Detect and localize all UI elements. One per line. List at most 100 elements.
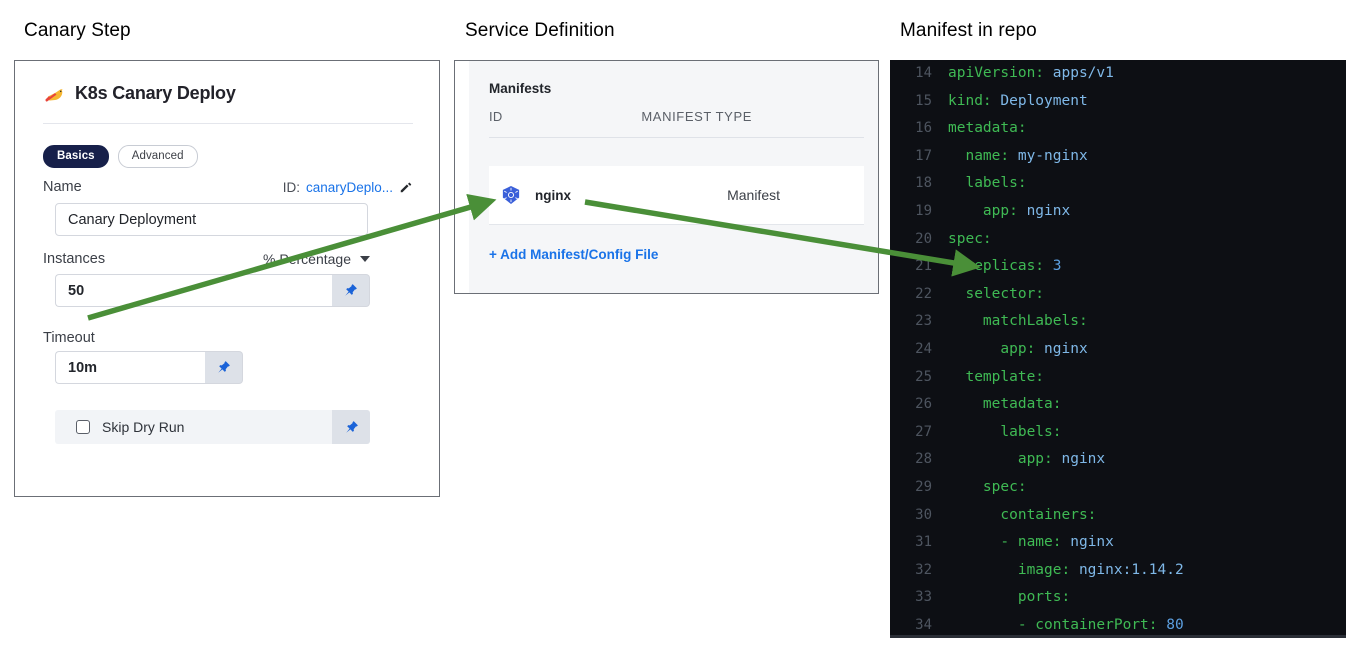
code-line: 18 labels:: [890, 170, 1346, 198]
column-header-id: ID: [489, 109, 503, 124]
line-number: 15: [915, 92, 932, 109]
step-header: K8s Canary Deploy: [43, 83, 236, 104]
line-number: 17: [915, 147, 932, 164]
instances-unit-value: % Percentage: [263, 251, 351, 267]
code-line: 26 metadata:: [890, 391, 1346, 419]
manifest-row-type: Manifest: [727, 187, 780, 203]
tab-basics[interactable]: Basics: [43, 145, 109, 168]
code-value: nginx: [1052, 451, 1106, 468]
code-line: 32 image: nginx:1.14.2: [890, 557, 1346, 585]
manifests-table-header: ID MANIFEST TYPE: [489, 109, 864, 138]
service-definition-body: Manifests ID MANIFEST TYPE nginx Manifes…: [469, 61, 878, 293]
heading-canary-step: Canary Step: [24, 20, 131, 41]
timeout-field-group: 10m: [55, 351, 243, 384]
line-number: 21: [915, 258, 932, 275]
line-number: 25: [915, 368, 932, 385]
code-text: matchLabels:: [948, 313, 1088, 330]
code-text: selector:: [948, 285, 1045, 302]
code-text: ports:: [948, 589, 1071, 606]
code-line: 17 name: my-nginx: [890, 143, 1346, 171]
code-line: 22 selector:: [890, 281, 1346, 309]
add-manifest-link[interactable]: + Add Manifest/Config File: [489, 247, 659, 262]
code-text: name: my-nginx: [948, 147, 1088, 164]
step-title: K8s Canary Deploy: [75, 83, 236, 103]
skip-dry-run-checkbox[interactable]: [76, 420, 90, 434]
header-divider: [43, 123, 413, 124]
code-value: 80: [1157, 616, 1184, 633]
code-text: app: nginx: [948, 340, 1088, 357]
line-number: 16: [915, 120, 932, 137]
code-value: nginx: [1035, 340, 1088, 357]
code-line: 24 app: nginx: [890, 336, 1346, 364]
code-line: 21 replicas: 3: [890, 253, 1346, 281]
table-row[interactable]: nginx Manifest: [489, 166, 864, 225]
line-number: 30: [915, 506, 932, 523]
code-text: kind: Deployment: [948, 92, 1088, 109]
code-text: replicas: 3: [948, 258, 1062, 275]
skip-dry-run-row[interactable]: Skip Dry Run: [55, 410, 370, 444]
line-number: 24: [915, 340, 932, 357]
code-line: 16 metadata:: [890, 115, 1346, 143]
skip-dry-run-label: Skip Dry Run: [102, 419, 185, 435]
skip-dry-run-pin-button[interactable]: [332, 410, 370, 444]
instances-pin-button[interactable]: [332, 274, 370, 307]
name-label: Name: [43, 179, 82, 195]
id-prefix-label: ID:: [282, 179, 300, 195]
code-line: 23 matchLabels:: [890, 308, 1346, 336]
timeout-pin-button[interactable]: [205, 351, 243, 384]
timeout-label: Timeout: [43, 330, 95, 346]
line-number: 31: [915, 534, 932, 551]
code-line: 15 kind: Deployment: [890, 88, 1346, 116]
instances-row: Instances % Percentage: [43, 251, 370, 267]
line-number: 22: [915, 285, 932, 302]
code-value: nginx: [1061, 534, 1114, 551]
name-row: Name ID: canaryDeplo...: [43, 179, 413, 195]
pushpin-icon: [345, 420, 358, 433]
code-text: spec:: [948, 478, 1027, 495]
code-text: app: nginx: [948, 451, 1106, 468]
line-number: 28: [915, 451, 932, 468]
code-text: image: nginx:1.14.2: [948, 561, 1184, 578]
name-input[interactable]: Canary Deployment: [55, 203, 368, 236]
timeout-row: Timeout: [43, 329, 95, 347]
line-number: 33: [915, 589, 932, 606]
code-text: labels:: [948, 423, 1062, 440]
manifests-section-title: Manifests: [489, 81, 552, 96]
kubernetes-icon: [502, 186, 520, 204]
code-line: 31 - name: nginx: [890, 529, 1346, 557]
code-text: metadata:: [948, 396, 1062, 413]
code-text: apiVersion: apps/v1: [948, 65, 1114, 81]
pushpin-icon: [345, 284, 357, 296]
line-number: 19: [915, 202, 932, 219]
id-chunk: ID: canaryDeplo...: [283, 180, 413, 195]
code-line: 25 template:: [890, 364, 1346, 392]
line-number: 14: [915, 65, 932, 81]
instances-input[interactable]: 50: [55, 274, 332, 307]
code-line: 20 spec:: [890, 226, 1346, 254]
line-number: 26: [915, 396, 932, 413]
line-number: 20: [915, 230, 932, 247]
code-line: 34 - containerPort: 80: [890, 612, 1346, 635]
line-number: 18: [915, 175, 932, 192]
timeout-input[interactable]: 10m: [55, 351, 205, 384]
pencil-icon[interactable]: [399, 180, 413, 194]
instances-unit-select[interactable]: % Percentage: [263, 251, 370, 267]
column-header-manifest-type: MANIFEST TYPE: [641, 109, 752, 124]
code-value: my-nginx: [1009, 147, 1088, 164]
code-text: template:: [948, 368, 1045, 385]
code-line: 27 labels:: [890, 419, 1346, 447]
code-line: 14 apiVersion: apps/v1: [890, 60, 1346, 88]
code-value: Deployment: [991, 92, 1088, 109]
code-line: 33 ports:: [890, 584, 1346, 612]
tab-advanced[interactable]: Advanced: [117, 145, 198, 168]
code-value: 3: [1044, 258, 1062, 275]
instances-label: Instances: [43, 251, 106, 267]
id-value[interactable]: canaryDeplo...: [305, 179, 393, 195]
line-number: 27: [915, 423, 932, 440]
code-text: labels:: [948, 175, 1027, 192]
service-definition-panel: Manifests ID MANIFEST TYPE nginx Manifes…: [454, 60, 879, 294]
code-text: metadata:: [948, 120, 1027, 137]
line-number: 32: [915, 561, 932, 578]
code-text: spec:: [948, 230, 992, 247]
